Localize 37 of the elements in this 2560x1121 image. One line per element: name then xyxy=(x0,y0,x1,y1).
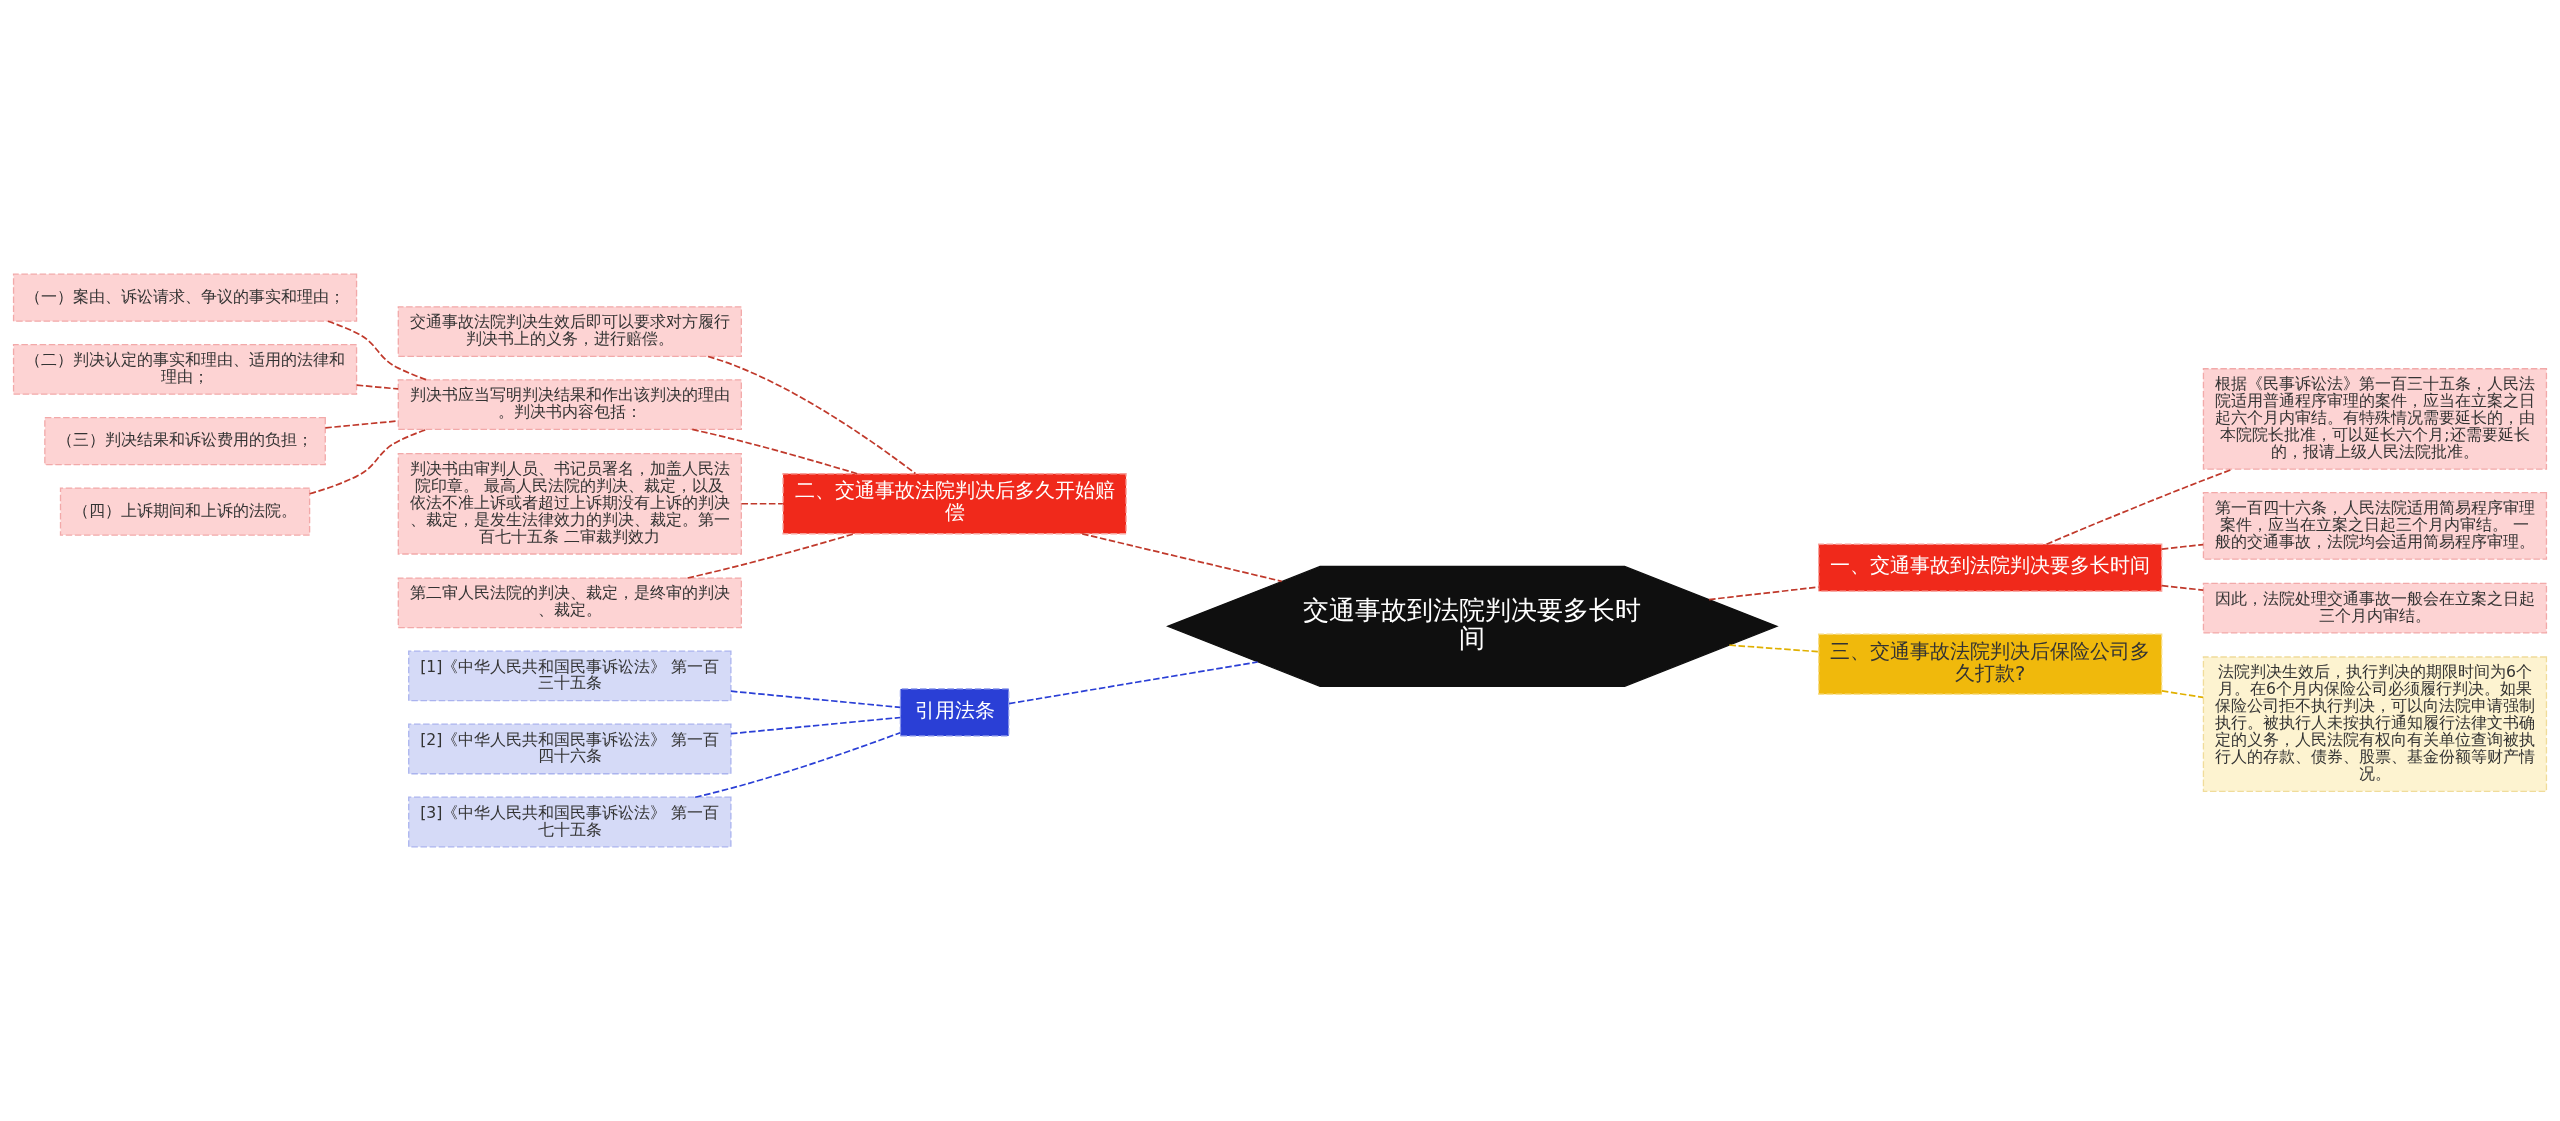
connector xyxy=(327,320,428,381)
node-box: 第一百四十六条，人民法院适用简易程序审理案件，应当在立案之日起三个月内审结。 一般的交通事故，法院均会适用简易程序审理。 xyxy=(2202,492,2548,560)
node-box: [2]《中华人民共和国民事诉讼法》 第一百四十六条 xyxy=(408,723,732,775)
connector xyxy=(2045,468,2234,545)
connector xyxy=(686,533,855,579)
node-box: （三）判决结果和诉讼费用的负担； xyxy=(44,417,326,466)
node-box: 交通事故法院判决生效后即可以要求对方履行判决书上的义务，进行赔偿。 xyxy=(397,306,742,358)
connector xyxy=(730,716,902,735)
connector xyxy=(1008,661,1259,705)
connector xyxy=(2161,584,2205,591)
connector xyxy=(730,690,902,709)
node-box: （二）判决认定的事实和理由、适用的法律和理由； xyxy=(12,344,358,395)
connector xyxy=(2161,690,2205,699)
node-box: [3]《中华人民共和国民事诉讼法》 第一百七十五条 xyxy=(408,796,732,848)
node-box: 第二审人民法院的判决、裁定，是终审的判决、裁定。 xyxy=(397,577,742,629)
connector xyxy=(324,420,399,429)
node-box: 三、交通事故法院判决后保险公司多久打款? xyxy=(1818,633,2163,695)
connector xyxy=(691,428,858,475)
node-box: 根据《民事诉讼法》第一百三十五条，人民法院适用普通程序审理的案件，应当在立案之日起六个月内审结。有特殊情况需要延长的，由本院院长批准，可以延长六个月;还需要延长的，报请上级人民法院批准。 xyxy=(2202,368,2548,470)
connector xyxy=(707,355,917,475)
node-box: （一）案由、诉讼请求、争议的事实和理由； xyxy=(12,273,358,322)
connector xyxy=(355,384,399,390)
node-box: [1]《中华人民共和国民事诉讼法》 第一百三十五条 xyxy=(408,650,732,702)
node-box: 判决书由审判人员、书记员署名，加盖人民法院印章。 最高人民法院的判决、裁定，以及依法不准上诉或者超过上诉期没有上诉的判决、裁定，是发生法律效力的判决、裁定。第一百七十五条 二审裁判效力 xyxy=(397,452,742,555)
node-box: 一、交通事故到法院判决要多长时间 xyxy=(1818,543,2163,592)
node-box: 判决书应当写明判决结果和作出该判决的理由。判决书内容包括： xyxy=(397,379,742,431)
node-box: 法院判决生效后，执行判决的期限时间为6个月。在6个月内保险公司必须履行判决。如果保险公司拒不执行判决，可以向法院申请强制执行。被执行人未按执行通知履行法律文书确定的义务，人民法院有权向有关单位查询被执行人的存款、债券、股票、基金份额等财产情况。 xyxy=(2202,656,2548,792)
node-box: （四）上诉期间和上诉的法院。 xyxy=(59,487,311,536)
connector xyxy=(694,731,902,799)
connector xyxy=(1728,644,1820,653)
node-box: 因此，法院处理交通事故一般会在立案之日起三个月内审结。 xyxy=(2202,582,2548,634)
connector xyxy=(1081,533,1283,583)
connector xyxy=(2161,543,2205,550)
node-box: 二、交通事故法院判决后多久开始赔偿 xyxy=(782,473,1127,535)
connector xyxy=(740,502,784,505)
connector xyxy=(308,428,428,495)
node-box: 引用法条 xyxy=(899,688,1010,737)
